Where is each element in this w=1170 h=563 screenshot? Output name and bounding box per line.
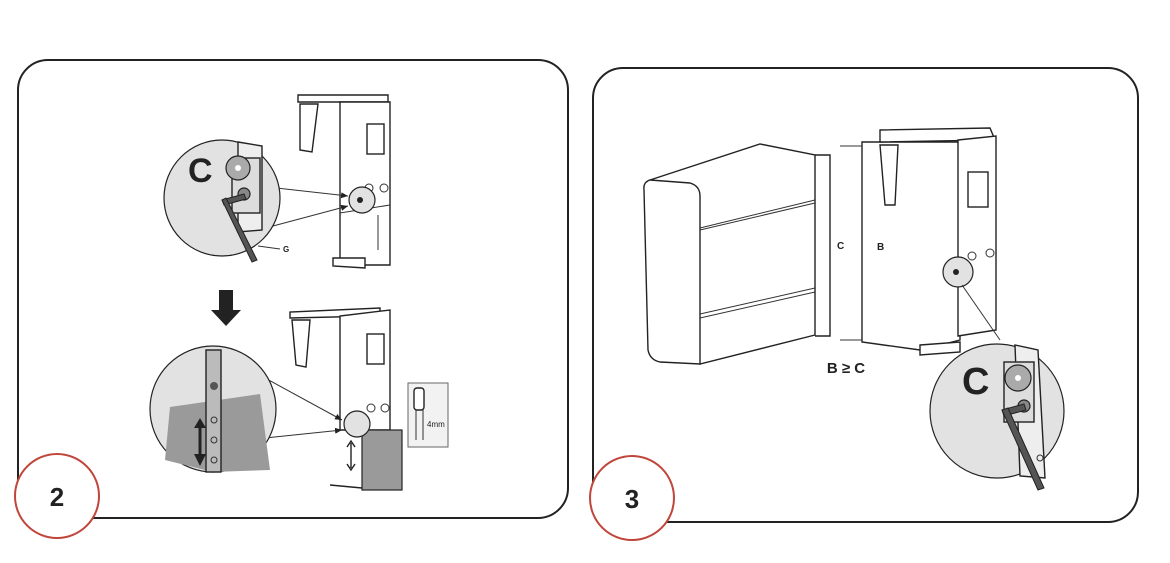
dimension-c-line: [815, 154, 831, 337]
bracket-lower: [264, 307, 403, 491]
dimension-b-label: B: [877, 242, 884, 253]
gap-label: 4mm: [427, 420, 445, 429]
step-number: 2: [50, 482, 64, 512]
step-2-panel: C G: [14, 59, 569, 539]
dimension-c-label: C: [837, 241, 844, 252]
down-arrow-icon: [211, 290, 241, 326]
panel-frame: [17, 59, 569, 519]
adjust-arrow-icon: [194, 418, 206, 466]
step-badge: [589, 455, 675, 541]
condition-label: B ≥ C: [827, 360, 865, 377]
updown-arrow-icon: [346, 439, 356, 472]
bracket-upper: [249, 94, 391, 269]
step-3-panel: C B B ≥ C C: [589, 67, 1139, 541]
rotate-arrow-icon: C: [188, 152, 213, 190]
step-badge: [14, 453, 100, 539]
computer-case: [643, 143, 816, 365]
zoom-detail-upper: C G: [163, 139, 289, 263]
bracket-mounted: [840, 127, 997, 356]
step-number: 3: [625, 484, 639, 514]
rotate-arrow-icon: C: [962, 361, 989, 403]
gap-inset: 4mm: [407, 382, 449, 448]
part-label-g: G: [283, 245, 289, 254]
zoom-detail-lower: [149, 345, 277, 473]
zoom-detail: C: [929, 284, 1065, 491]
